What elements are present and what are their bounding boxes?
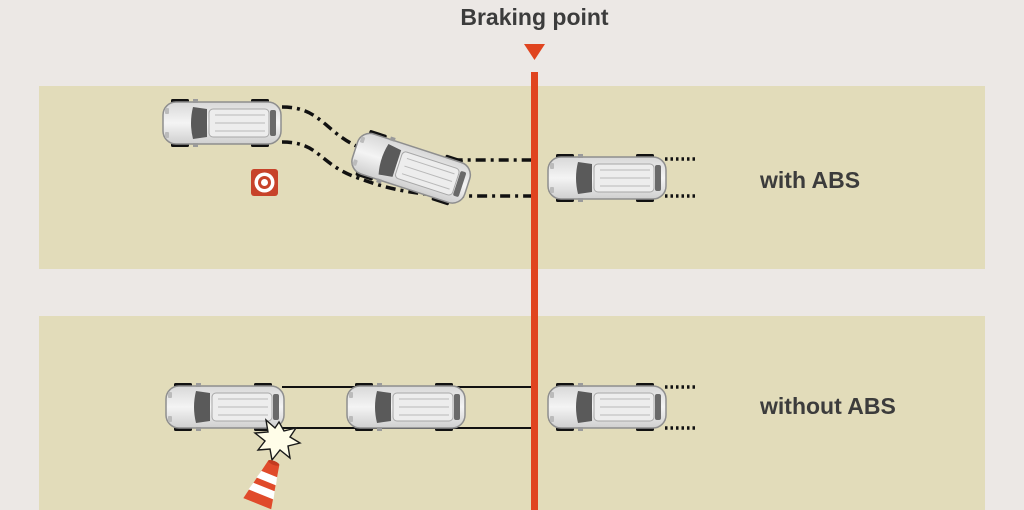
car-abs-start	[162, 98, 282, 148]
car-abs-stopped	[547, 153, 667, 203]
braking-marker-icon	[524, 44, 545, 60]
braking-point-title: Braking point	[460, 4, 609, 30]
braking-point-line	[531, 72, 538, 510]
abs-skid-tracks	[665, 157, 695, 198]
car-abs-swerving	[346, 126, 476, 211]
car-no-abs-start	[547, 382, 667, 432]
without-abs-label: without ABS	[760, 393, 896, 419]
no-abs-skid-tracks	[665, 385, 695, 430]
car-no-abs-middle	[346, 382, 466, 432]
collision-burst-icon	[253, 418, 302, 462]
traffic-cone-icon	[243, 459, 280, 510]
obstacle-marker-icon	[251, 169, 278, 196]
with-abs-label: with ABS	[760, 167, 861, 193]
